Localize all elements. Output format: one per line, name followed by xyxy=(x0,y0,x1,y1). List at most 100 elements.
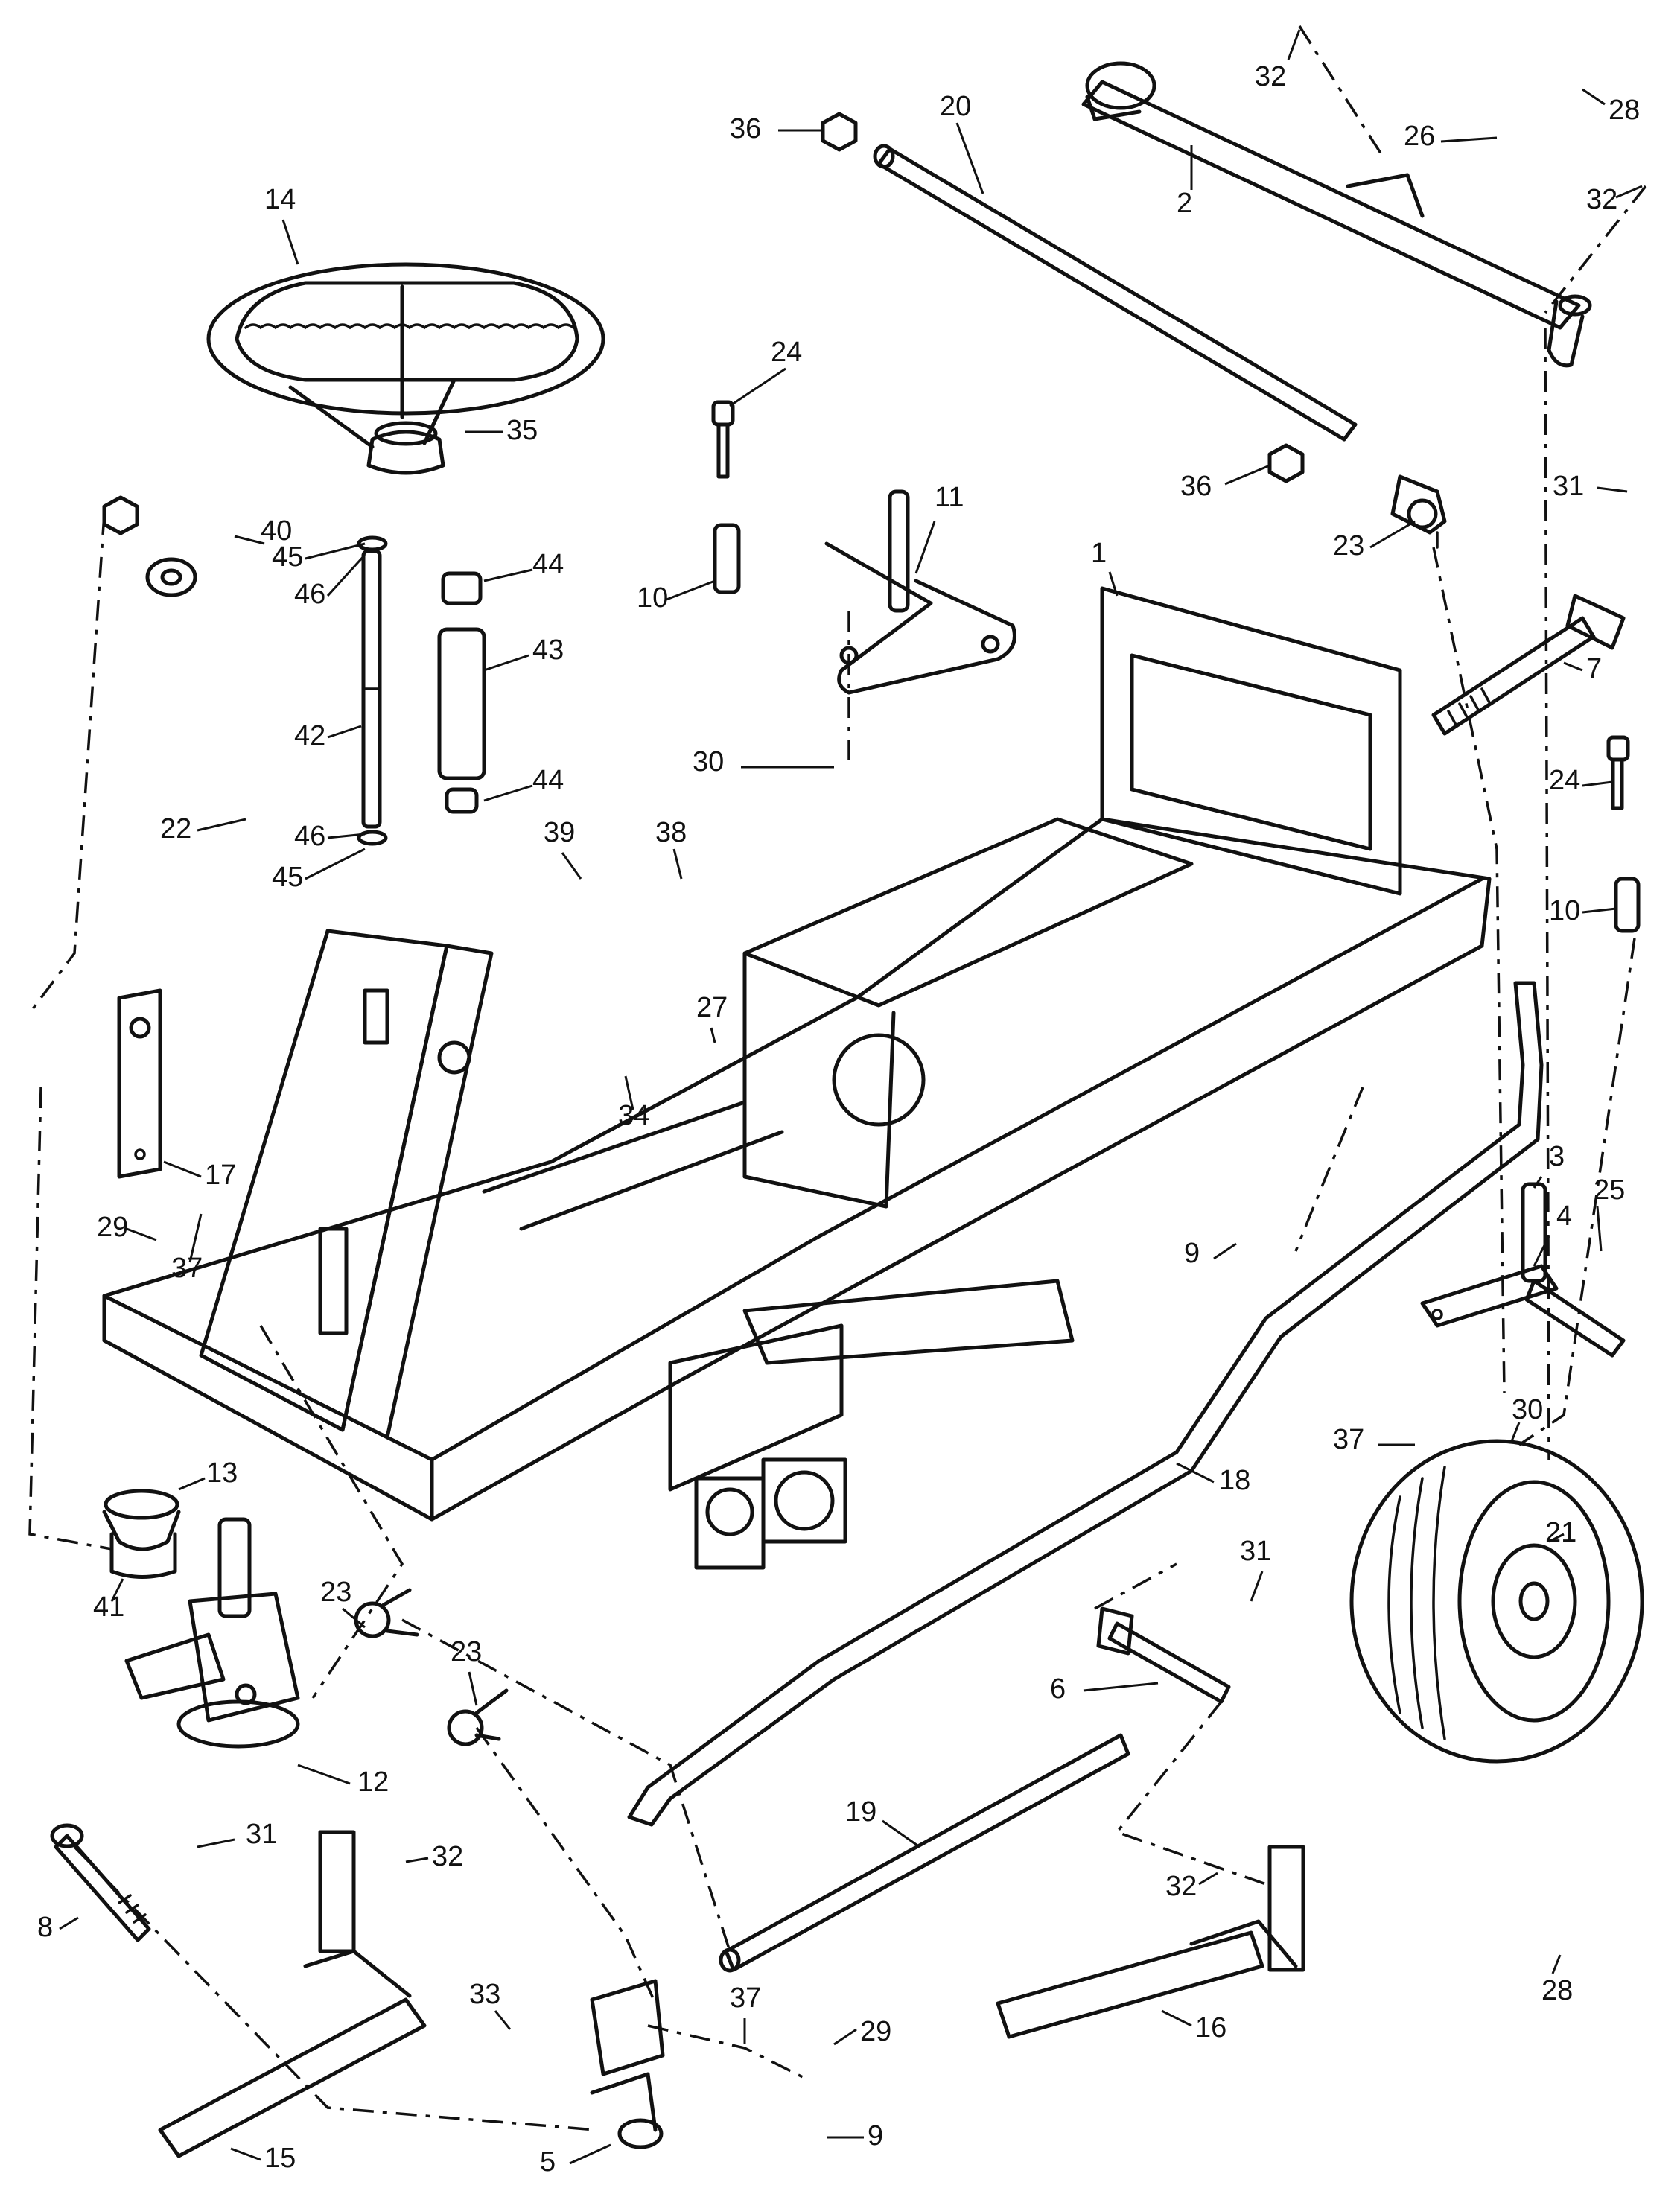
callout-leader-37 xyxy=(188,1213,203,1263)
tie-rod xyxy=(873,144,1358,442)
steering-pin xyxy=(1431,594,1626,736)
callout-leader-32 xyxy=(405,1857,429,1863)
callout-leader-44 xyxy=(483,784,533,802)
bolt-pin-left xyxy=(711,400,741,594)
callout-15: 15 xyxy=(264,2143,296,2174)
callout-leader-10 xyxy=(666,579,716,601)
callout-leader-32 xyxy=(1198,1872,1218,1886)
callout-2: 2 xyxy=(1177,188,1192,219)
nut-and-washer xyxy=(102,495,197,597)
callout-9: 9 xyxy=(1184,1238,1200,1269)
callout-40: 40 xyxy=(261,515,292,547)
callout-43: 43 xyxy=(532,635,564,666)
callout-leader-45 xyxy=(305,542,366,560)
callout-leader-18 xyxy=(1176,1462,1215,1484)
callout-leader-28 xyxy=(1582,88,1606,106)
tie-rod-end-upper xyxy=(1390,474,1447,549)
callout-29: 29 xyxy=(97,1212,128,1243)
callout-leader-24 xyxy=(729,367,786,407)
callout-leader-20 xyxy=(955,122,984,194)
callout-30: 30 xyxy=(693,746,724,778)
callout-leader-6 xyxy=(1083,1682,1159,1692)
callout-leader-22 xyxy=(197,818,246,832)
bracket xyxy=(117,988,162,1179)
callout-leader-32 xyxy=(1615,185,1643,199)
callout-leader-32 xyxy=(1287,29,1301,60)
callout-17: 17 xyxy=(205,1160,236,1191)
callout-10: 10 xyxy=(1549,895,1580,926)
callout-leader-8 xyxy=(59,1916,79,1930)
steering-wheel xyxy=(206,262,605,475)
callout-leader-7 xyxy=(1563,661,1583,672)
callout-leader-25 xyxy=(1596,1206,1603,1252)
callout-36: 36 xyxy=(730,113,761,144)
callout-leader-15 xyxy=(230,2147,261,2161)
drag-link xyxy=(627,981,1544,1827)
tie-rod-end-left xyxy=(354,1588,419,1638)
callout-7: 7 xyxy=(1586,653,1602,684)
callout-leader-4 xyxy=(1533,1236,1550,1267)
callout-leader-23 xyxy=(468,1671,478,1706)
axle-arm-right xyxy=(996,1845,1305,2039)
callout-34: 34 xyxy=(618,1100,649,1131)
callout-leader-23 xyxy=(1369,520,1416,549)
callout-leader-42 xyxy=(327,725,362,739)
callout-leader-19 xyxy=(882,1819,920,1848)
callout-leader-3 xyxy=(1533,1176,1543,1189)
callout-leader-27 xyxy=(710,1027,716,1043)
callout-45: 45 xyxy=(272,541,303,573)
callout-22: 22 xyxy=(160,813,191,845)
callout-26: 26 xyxy=(1404,121,1435,152)
steering-gear-box xyxy=(124,1517,300,1749)
callout-10: 10 xyxy=(637,582,668,614)
callout-leader-31 xyxy=(1597,486,1628,493)
steering-support-plate xyxy=(199,929,494,1440)
callout-5: 5 xyxy=(540,2146,556,2178)
callout-38: 38 xyxy=(655,817,687,848)
callout-leader-41 xyxy=(110,1578,124,1602)
callout-leader-11 xyxy=(914,521,936,574)
callout-13: 13 xyxy=(206,1457,238,1489)
callout-leader-17 xyxy=(163,1160,202,1178)
callout-23: 23 xyxy=(320,1577,351,1608)
callout-23: 23 xyxy=(1333,530,1364,562)
callout-leader-5 xyxy=(569,2143,611,2165)
callout-1: 1 xyxy=(1091,538,1107,569)
callout-37: 37 xyxy=(171,1253,203,1284)
callout-leader-23 xyxy=(342,1607,366,1629)
axle-arm-left xyxy=(158,1830,427,2158)
nut-center xyxy=(1267,443,1305,483)
callout-labels: 1234567899101011121314151617181920212223… xyxy=(37,29,1643,2178)
callout-leader-46 xyxy=(327,833,366,839)
callout-21: 21 xyxy=(1545,1517,1576,1548)
callout-leader-40 xyxy=(234,535,265,545)
callout-19: 19 xyxy=(845,1796,876,1828)
callout-31: 31 xyxy=(1553,471,1584,502)
callout-leader-38 xyxy=(672,848,683,880)
callout-41: 41 xyxy=(93,1592,124,1623)
callout-6: 6 xyxy=(1050,1673,1066,1705)
callout-leader-43 xyxy=(483,654,529,672)
steering-knuckle xyxy=(590,1979,665,2149)
callout-24: 24 xyxy=(1549,765,1580,796)
callout-30: 30 xyxy=(1512,1394,1543,1425)
nut-upper-left xyxy=(821,112,858,152)
callout-32: 32 xyxy=(1255,61,1286,92)
callout-32: 32 xyxy=(1165,1871,1197,1902)
callout-leader-39 xyxy=(561,852,582,880)
pitman-cap xyxy=(102,1489,181,1579)
connecting-rod xyxy=(719,1733,1130,1973)
callout-33: 33 xyxy=(469,1979,500,2010)
callout-leader-10 xyxy=(1582,907,1617,914)
steering-shaft xyxy=(357,535,388,846)
callout-27: 27 xyxy=(696,992,728,1023)
callout-25: 25 xyxy=(1594,1174,1625,1206)
callout-leader-46 xyxy=(326,553,366,597)
callout-42: 42 xyxy=(294,720,325,751)
callout-11: 11 xyxy=(935,482,964,513)
callout-31: 31 xyxy=(246,1819,277,1850)
callout-37: 37 xyxy=(730,1982,761,2014)
callout-leader-33 xyxy=(494,2010,512,2030)
callout-32: 32 xyxy=(1586,184,1617,215)
steering-column-tube xyxy=(437,571,486,814)
